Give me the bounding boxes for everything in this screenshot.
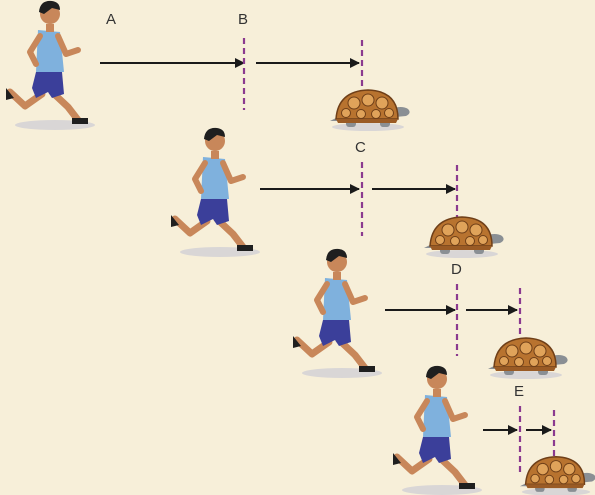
label-c: C (355, 139, 366, 156)
runner-icon (6, 1, 95, 130)
label-b: B (238, 11, 248, 28)
tortoise-icon (519, 456, 595, 495)
row-1: A B (6, 1, 411, 132)
runner-icon (393, 366, 482, 495)
row-4: E (393, 366, 595, 495)
runner-icon (293, 249, 382, 378)
runner-icon (171, 128, 260, 257)
row-3: D (293, 249, 569, 380)
tortoise-icon (329, 89, 411, 132)
tortoise-icon (487, 337, 569, 380)
row-2: C (171, 128, 505, 259)
label-a: A (106, 11, 116, 28)
tortoise-icon (423, 216, 505, 259)
label-e: E (514, 383, 524, 400)
label-d: D (451, 261, 462, 278)
